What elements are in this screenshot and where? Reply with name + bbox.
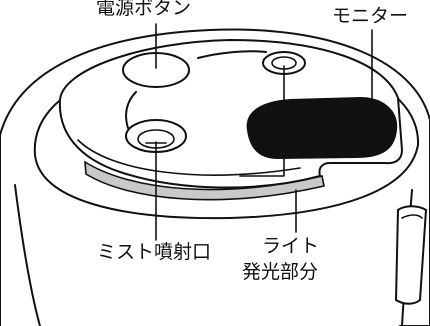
device-body-outline [0, 28, 430, 326]
label-light-line1: ライト [262, 235, 319, 257]
arc-indicator-left [125, 91, 137, 129]
control-plate-inner [77, 139, 301, 176]
label-power-button: 電源ボタン [96, 0, 191, 19]
leader-top-outlet [239, 65, 285, 177]
label-light-line2: 発光部分 [242, 261, 318, 283]
arc-indicator-top [197, 50, 267, 59]
label-mist-outlet: ミスト噴射口 [97, 241, 211, 263]
body-side-left [14, 184, 41, 326]
side-handle [394, 205, 428, 305]
label-monitor: モニター [332, 5, 408, 27]
side-handle-inner [401, 214, 423, 219]
light-band [84, 160, 325, 201]
monitor-display [246, 96, 398, 160]
